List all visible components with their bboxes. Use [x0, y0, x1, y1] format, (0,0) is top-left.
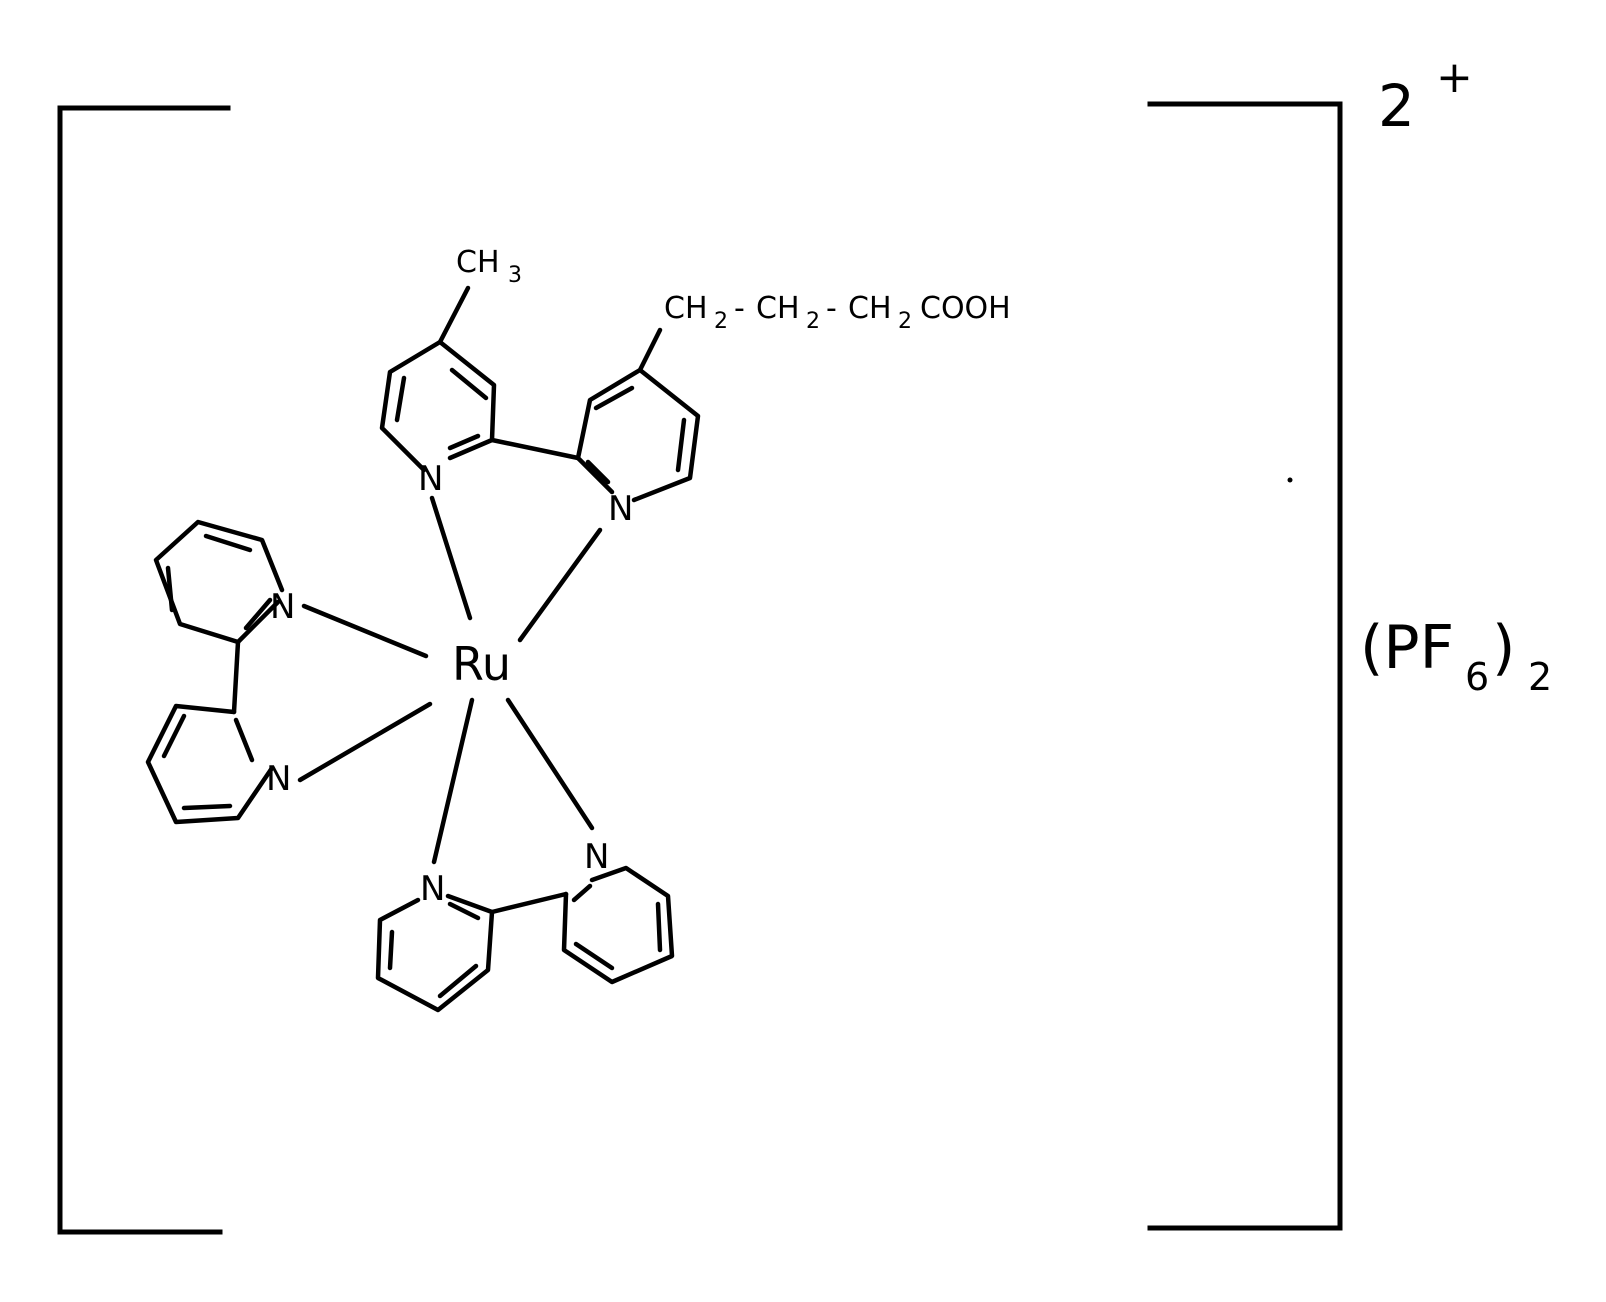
- ru-n-bond: [434, 700, 472, 862]
- svg-text:CH: CH: [848, 291, 892, 326]
- bipyridine-ligand-bottom: N N: [378, 837, 672, 1010]
- svg-text:-: -: [734, 291, 745, 326]
- ru-n-bond: [300, 704, 430, 780]
- svg-text:): ): [1492, 613, 1515, 683]
- nitrogen-atom: N: [270, 587, 295, 627]
- ruthenium-atom: Ru: [452, 637, 511, 691]
- charge-label: 2: [1378, 72, 1415, 140]
- right-bracket: [1150, 104, 1340, 1228]
- methyl-group: CH 3: [456, 245, 522, 288]
- nitrogen-atom: N: [608, 489, 633, 529]
- ru-n-bond: [432, 498, 470, 618]
- substituted-bipyridine-ligand: N N CH 3 CH 2 - CH 2 - CH 2 COOH: [382, 245, 1011, 529]
- svg-text:2: 2: [1528, 655, 1552, 699]
- svg-text:(PF: (PF: [1360, 613, 1454, 683]
- ru-n-bond: [520, 530, 600, 640]
- svg-text:2: 2: [806, 309, 820, 334]
- svg-text:6: 6: [1465, 655, 1489, 699]
- stray-dot: [1288, 478, 1293, 483]
- ru-n-bond: [508, 700, 592, 828]
- svg-text:CH: CH: [456, 245, 500, 280]
- svg-text:CH: CH: [756, 291, 800, 326]
- charge-sign: +: [1436, 52, 1473, 103]
- svg-text:-: -: [826, 291, 837, 326]
- nitrogen-atom: N: [420, 869, 445, 909]
- svg-text:CH: CH: [664, 291, 708, 326]
- ru-n-bond: [304, 606, 426, 656]
- nitrogen-atom: N: [266, 759, 291, 799]
- left-bracket: [60, 108, 228, 1232]
- svg-text:2: 2: [714, 309, 728, 334]
- svg-text:3: 3: [508, 263, 522, 288]
- svg-text:2: 2: [898, 309, 912, 334]
- bipyridine-ligand-left: N N: [148, 522, 295, 822]
- svg-text:COOH: COOH: [920, 291, 1011, 326]
- nitrogen-atom: N: [584, 837, 609, 877]
- counter-ion: (PF 6 ) 2: [1360, 613, 1552, 699]
- carboxypropyl-chain: CH 2 - CH 2 - CH 2 COOH: [664, 291, 1011, 334]
- nitrogen-atom: N: [418, 459, 443, 499]
